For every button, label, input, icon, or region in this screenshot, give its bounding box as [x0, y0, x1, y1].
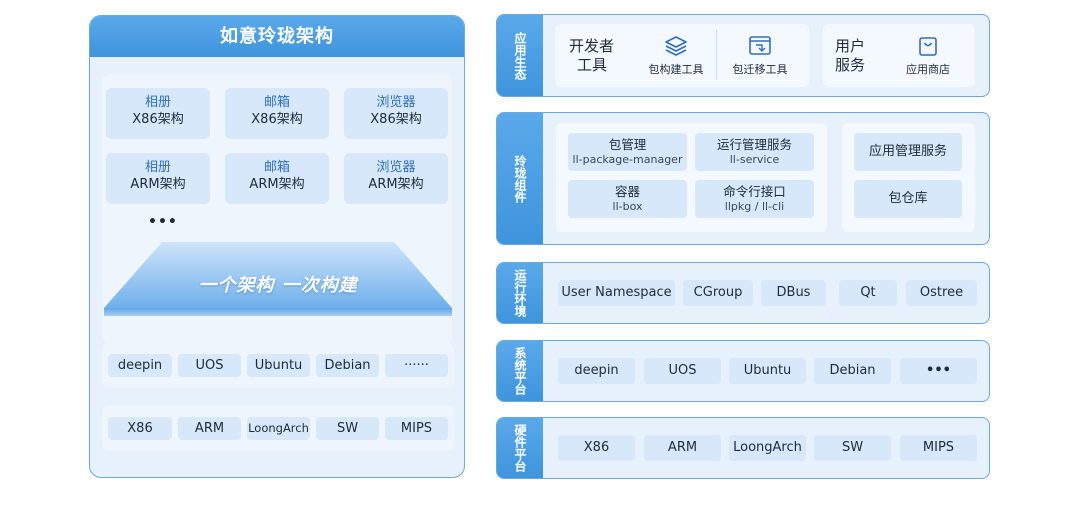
layer-app-ecosystem: 应用生态 开发者 工具 包构建工具 包迁移工具 用户 服务 [496, 14, 990, 97]
runtime-dbus: DBus [761, 280, 826, 306]
runtime-cgroup: CGroup [683, 280, 753, 306]
app-arch: ARM架构 [368, 177, 424, 192]
layer-system-platform: 系统平台 deepin UOS Ubuntu Debian ••• [496, 340, 990, 402]
panel-title: 如意玲珑架构 [90, 16, 464, 57]
system-uos: UOS [644, 358, 721, 384]
layer-label-linglong-components: 玲珑组件 [497, 113, 543, 244]
component-package-manager: 包管理 ll-package-manager [568, 133, 687, 171]
tool-label: 应用商店 [906, 63, 950, 76]
services-box: 应用管理服务 包仓库 [842, 123, 975, 232]
hardware-sw: SW [814, 435, 891, 461]
layer-label-hardware-platform: 硬件平台 [497, 418, 543, 478]
tool-label: 包迁移工具 [732, 63, 788, 76]
runtime-ostree: Ostree [906, 280, 977, 306]
runtime-user-namespace: User Namespace [558, 280, 675, 306]
hardware-x86: X86 [558, 435, 635, 461]
app-name: 相册 [144, 160, 171, 175]
service-app-management: 应用管理服务 [854, 133, 962, 171]
user-service-box: 用户 服务 应用商店 [823, 24, 975, 87]
layer-label-app-ecosystem: 应用生态 [497, 15, 543, 96]
app-card-mail-arm: 邮箱 ARM架构 [225, 153, 329, 204]
system-deepin: deepin [558, 358, 635, 384]
user-service-title-line2: 服务 [835, 56, 866, 74]
dev-tools-box: 开发者 工具 包构建工具 包迁移工具 [555, 24, 809, 87]
arch-mips: MIPS [385, 417, 448, 440]
service-package-repo: 包仓库 [854, 180, 962, 218]
package-build-tool: 包构建工具 [643, 35, 709, 77]
app-arch: X86架构 [251, 112, 303, 127]
system-more: ••• [900, 358, 977, 384]
hardware-mips: MIPS [900, 435, 977, 461]
components-box: 包管理 ll-package-manager 运行管理服务 ll-service… [556, 123, 827, 232]
app-arch: ARM架构 [249, 177, 305, 192]
tool-label: 包构建工具 [648, 63, 704, 76]
component-cli: 命令行接口 llpkg / ll-cli [695, 180, 814, 218]
app-name: 邮箱 [263, 160, 290, 175]
arch-arm: ARM [178, 417, 241, 440]
app-card-browser-x86: 浏览器 X86架构 [344, 88, 448, 139]
app-name: 浏览器 [376, 95, 416, 110]
distro-row: deepin UOS Ubuntu Debian ······ [102, 342, 454, 388]
layer-runtime: 运行环境 User Namespace CGroup DBus Qt Ostre… [496, 262, 990, 324]
app-card-album-arm: 相册 ARM架构 [106, 153, 210, 204]
app-card-mail-x86: 邮箱 X86架构 [225, 88, 329, 139]
app-arch: X86架构 [370, 112, 422, 127]
layers-stack-icon [665, 36, 687, 56]
distro-debian: Debian [316, 354, 379, 377]
app-arch: ARM架构 [130, 177, 186, 192]
app-card-album-x86: 相册 X86架构 [106, 88, 210, 139]
package-migration-tool: 包迁移工具 [724, 35, 796, 77]
linglong-architecture-panel: 如意玲珑架构 相册 X86架构 邮箱 X86架构 浏览器 X86架构 相册 AR… [89, 15, 465, 478]
app-card-browser-arm: 浏览器 ARM架构 [344, 153, 448, 204]
arch-loongarch: LoongArch [247, 417, 310, 440]
shopping-bag-icon [919, 37, 937, 56]
unified-platform: 一个架构 一次构建 [102, 238, 454, 318]
system-debian: Debian [814, 358, 891, 384]
arch-x86: X86 [108, 417, 172, 440]
component-container: 容器 ll-box [568, 180, 687, 218]
app-store: 应用商店 [893, 35, 963, 77]
runtime-qt: Qt [839, 280, 897, 306]
arch-row: X86 ARM LoongArch SW MIPS [102, 405, 454, 451]
app-name: 浏览器 [376, 160, 416, 175]
arch-sw: SW [316, 417, 379, 440]
user-service-title-line1: 用户 [835, 37, 866, 55]
dev-tools-title-line2: 工具 [577, 56, 608, 74]
more-apps-ellipsis: ••• [148, 214, 178, 230]
tools-divider [716, 30, 717, 80]
platform-plate-graphic [104, 242, 452, 316]
system-ubuntu: Ubuntu [729, 358, 806, 384]
distro-uos: UOS [178, 354, 241, 377]
app-arch: X86架构 [132, 112, 184, 127]
distro-more: ······ [385, 354, 448, 377]
distro-ubuntu: Ubuntu [247, 354, 310, 377]
distro-deepin: deepin [108, 354, 172, 377]
window-transfer-icon [749, 36, 771, 55]
layer-hardware-platform: 硬件平台 X86 ARM LoongArch SW MIPS [496, 417, 990, 479]
app-name: 相册 [144, 95, 171, 110]
layer-linglong-components: 玲珑组件 包管理 ll-package-manager 运行管理服务 ll-se… [496, 112, 990, 245]
dev-tools-title-line1: 开发者 [569, 37, 615, 55]
hardware-loongarch: LoongArch [729, 435, 806, 461]
component-runtime-service: 运行管理服务 ll-service [695, 133, 814, 171]
layer-label-runtime: 运行环境 [497, 263, 543, 323]
layer-label-system-platform: 系统平台 [497, 341, 543, 401]
slogan-text: 一个架构 一次构建 [198, 275, 358, 296]
app-name: 邮箱 [263, 95, 290, 110]
hardware-arm: ARM [644, 435, 721, 461]
